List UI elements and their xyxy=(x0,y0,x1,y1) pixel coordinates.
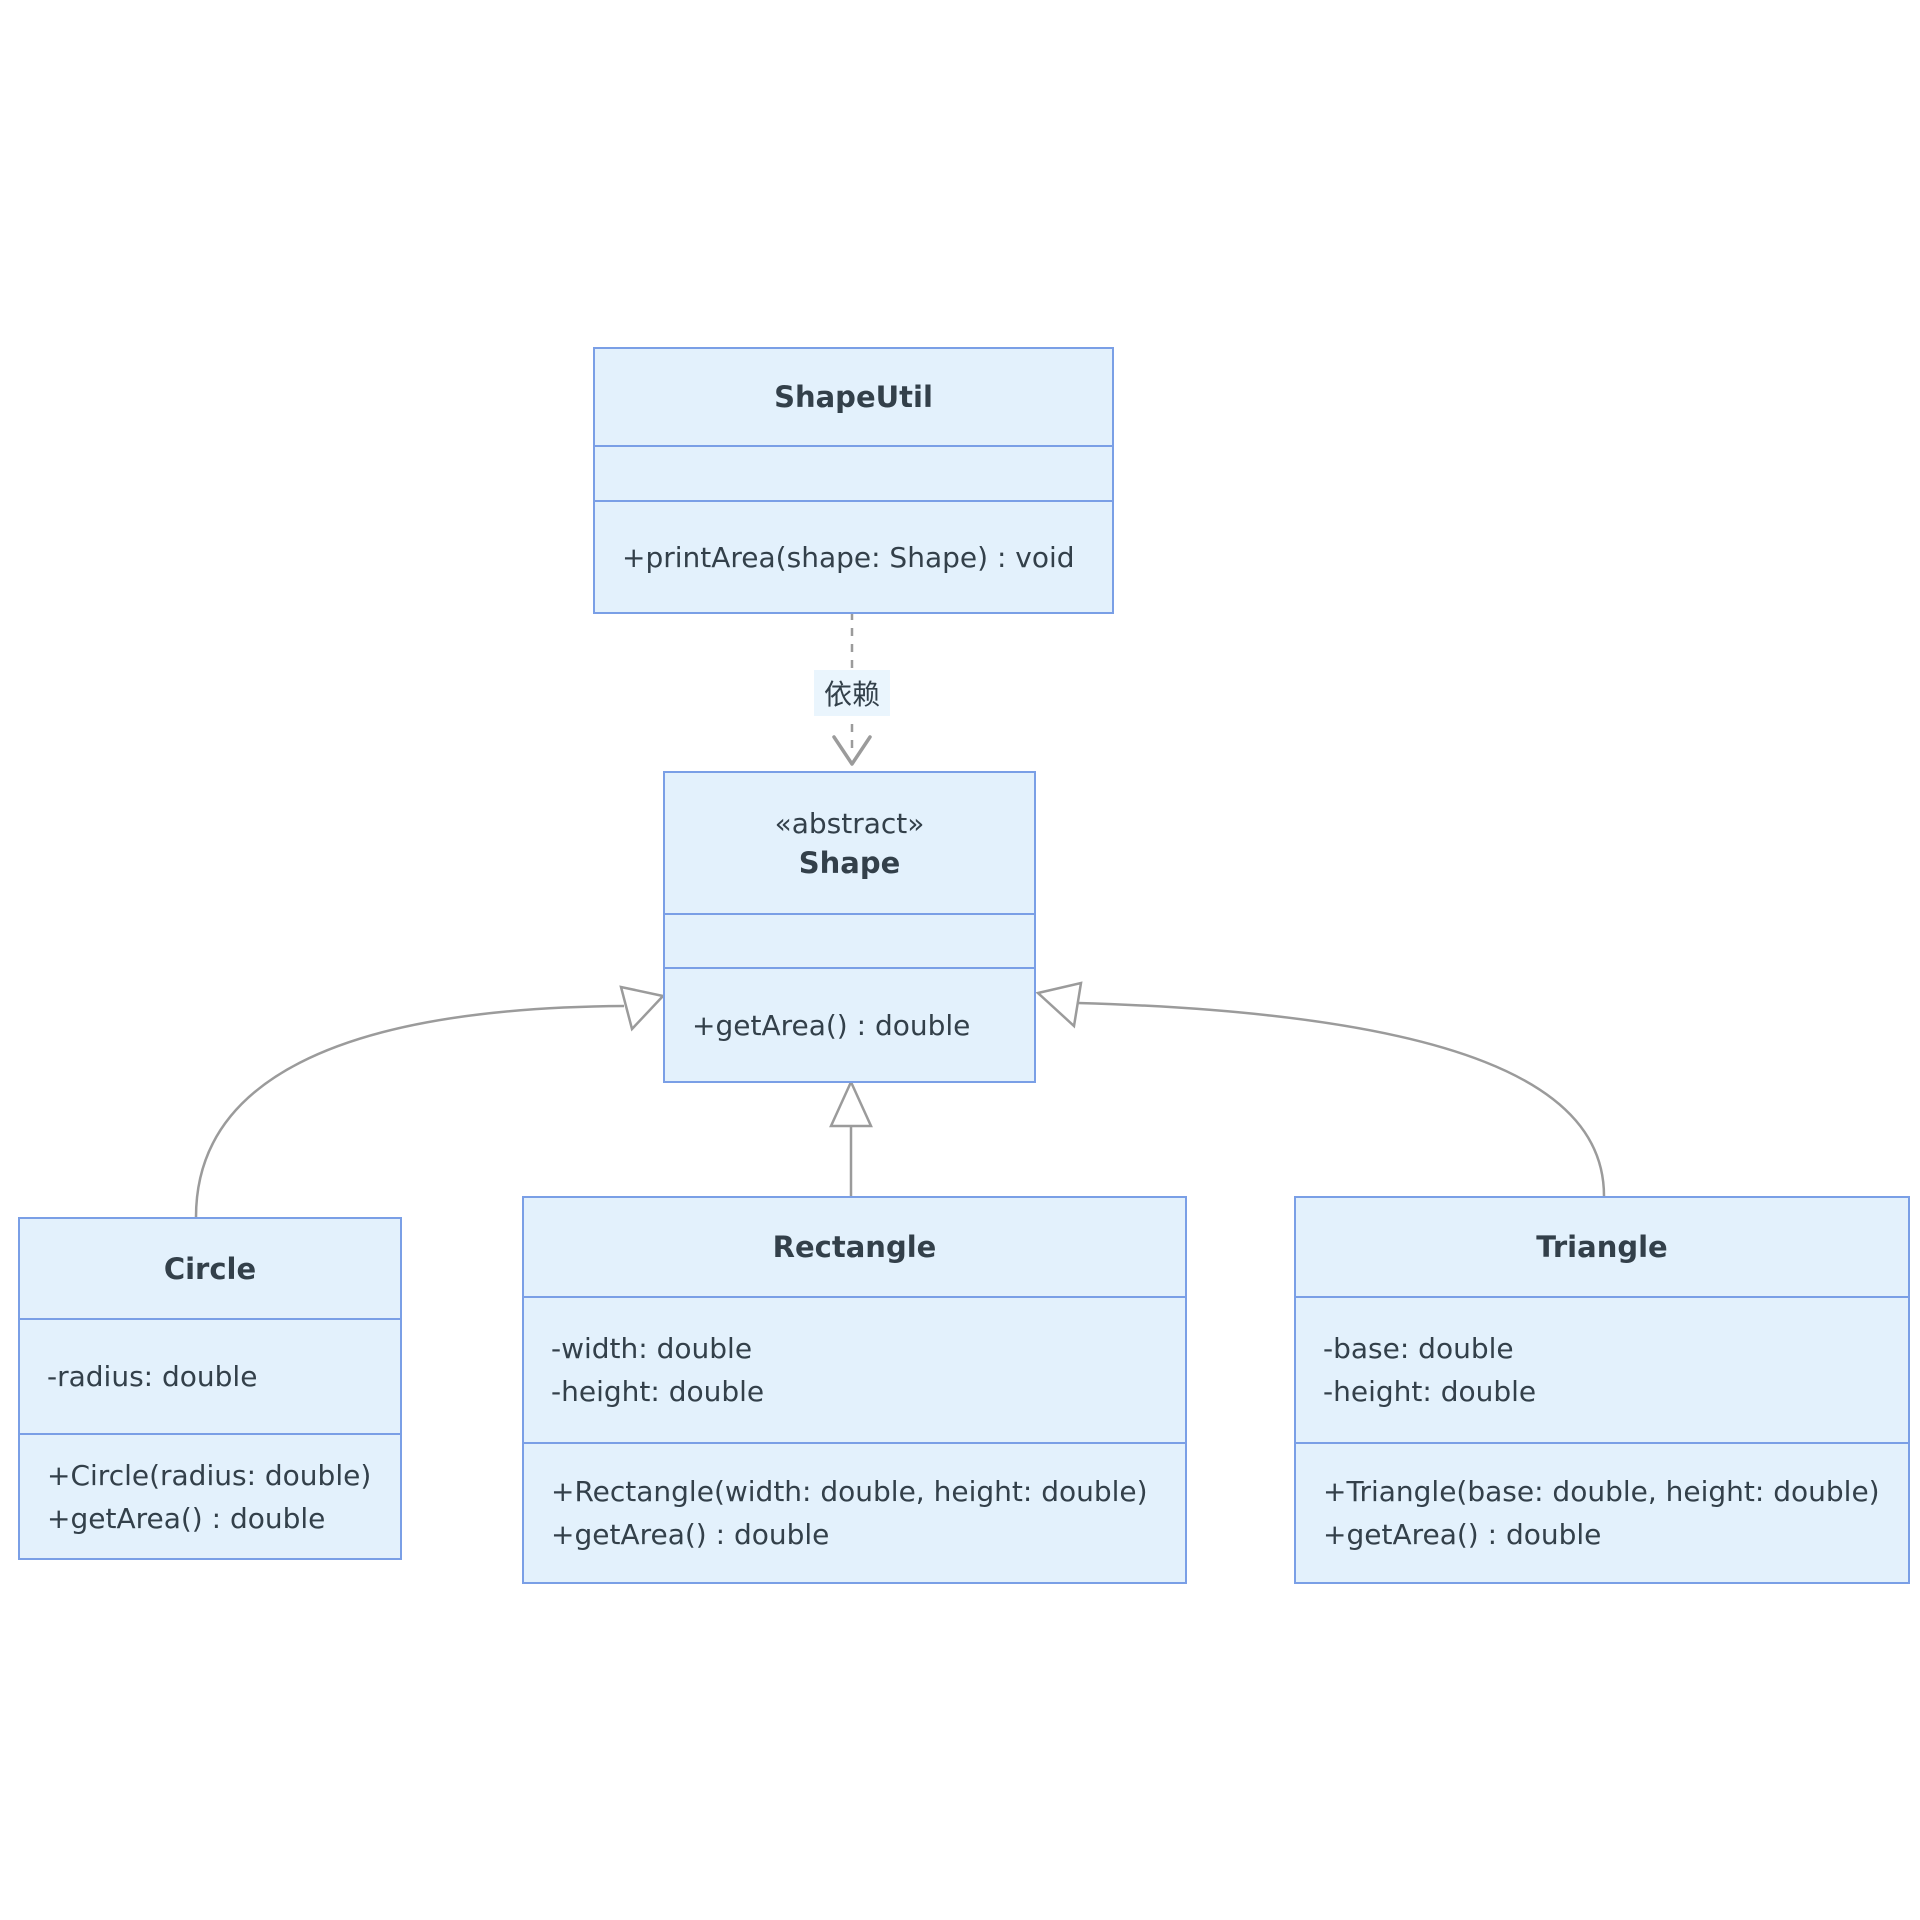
dependency-open-arrowhead xyxy=(832,735,872,766)
method: +Rectangle(width: double, height: double… xyxy=(551,1475,1148,1508)
class-rectangle-attributes: -width: double -height: double xyxy=(524,1296,1185,1442)
class-name: Circle xyxy=(163,1251,257,1286)
edge-inheritance-rectangle-shape xyxy=(829,1078,873,1196)
class-name: Rectangle xyxy=(772,1230,937,1264)
attribute: -height: double xyxy=(1323,1375,1537,1408)
class-name: Triangle xyxy=(1536,1230,1668,1264)
method: +getArea() : double xyxy=(47,1501,326,1535)
attribute: -radius: double xyxy=(47,1360,258,1393)
class-rectangle-methods: +Rectangle(width: double, height: double… xyxy=(524,1442,1185,1582)
class-rectangle: Rectangle -width: double -height: double… xyxy=(522,1196,1187,1584)
class-stereotype: «abstract» xyxy=(774,806,925,840)
method: +getArea() : double xyxy=(551,1518,830,1551)
class-shape-methods: +getArea() : double xyxy=(665,967,1034,1081)
class-shapeutil: ShapeUtil +printArea(shape: Shape) : voi… xyxy=(593,347,1114,614)
class-shapeutil-attributes xyxy=(595,445,1112,500)
class-name: ShapeUtil xyxy=(774,380,933,414)
method: +Triangle(base: double, height: double) xyxy=(1323,1475,1880,1508)
edge-inheritance-triangle-shape xyxy=(1035,981,1606,1197)
edge-label-dependency: 依赖 xyxy=(813,670,891,716)
edge-inheritance-circle-shape xyxy=(194,985,666,1218)
class-circle: Circle -radius: double +Circle(radius: d… xyxy=(18,1217,402,1560)
class-circle-attributes: -radius: double xyxy=(20,1318,400,1433)
method: +printArea(shape: Shape) : void xyxy=(622,540,1075,574)
class-triangle: Triangle -base: double -height: double +… xyxy=(1294,1196,1910,1584)
inheritance-arrowhead-bottom xyxy=(829,1078,873,1128)
attribute: -width: double xyxy=(551,1332,753,1365)
class-shapeutil-title: ShapeUtil xyxy=(595,349,1112,445)
class-shapeutil-methods: +printArea(shape: Shape) : void xyxy=(595,500,1112,612)
class-shape: «abstract» Shape +getArea() : double xyxy=(663,771,1036,1083)
class-circle-methods: +Circle(radius: double) +getArea() : dou… xyxy=(20,1433,400,1558)
class-triangle-title: Triangle xyxy=(1296,1198,1908,1296)
method: +getArea() : double xyxy=(692,1008,971,1042)
attribute: -height: double xyxy=(551,1375,765,1408)
class-triangle-attributes: -base: double -height: double xyxy=(1296,1296,1908,1442)
attribute: -base: double xyxy=(1323,1332,1514,1365)
inheritance-arrowhead-left xyxy=(619,985,666,1032)
class-name: Shape xyxy=(798,845,901,880)
class-shape-title: «abstract» Shape xyxy=(665,773,1034,913)
class-rectangle-title: Rectangle xyxy=(524,1198,1185,1296)
inheritance-arrowhead-right xyxy=(1035,981,1083,1029)
method: +getArea() : double xyxy=(1323,1518,1602,1551)
class-circle-title: Circle xyxy=(20,1219,400,1318)
class-triangle-methods: +Triangle(base: double, height: double) … xyxy=(1296,1442,1908,1582)
method: +Circle(radius: double) xyxy=(47,1458,372,1492)
class-shape-attributes xyxy=(665,913,1034,967)
